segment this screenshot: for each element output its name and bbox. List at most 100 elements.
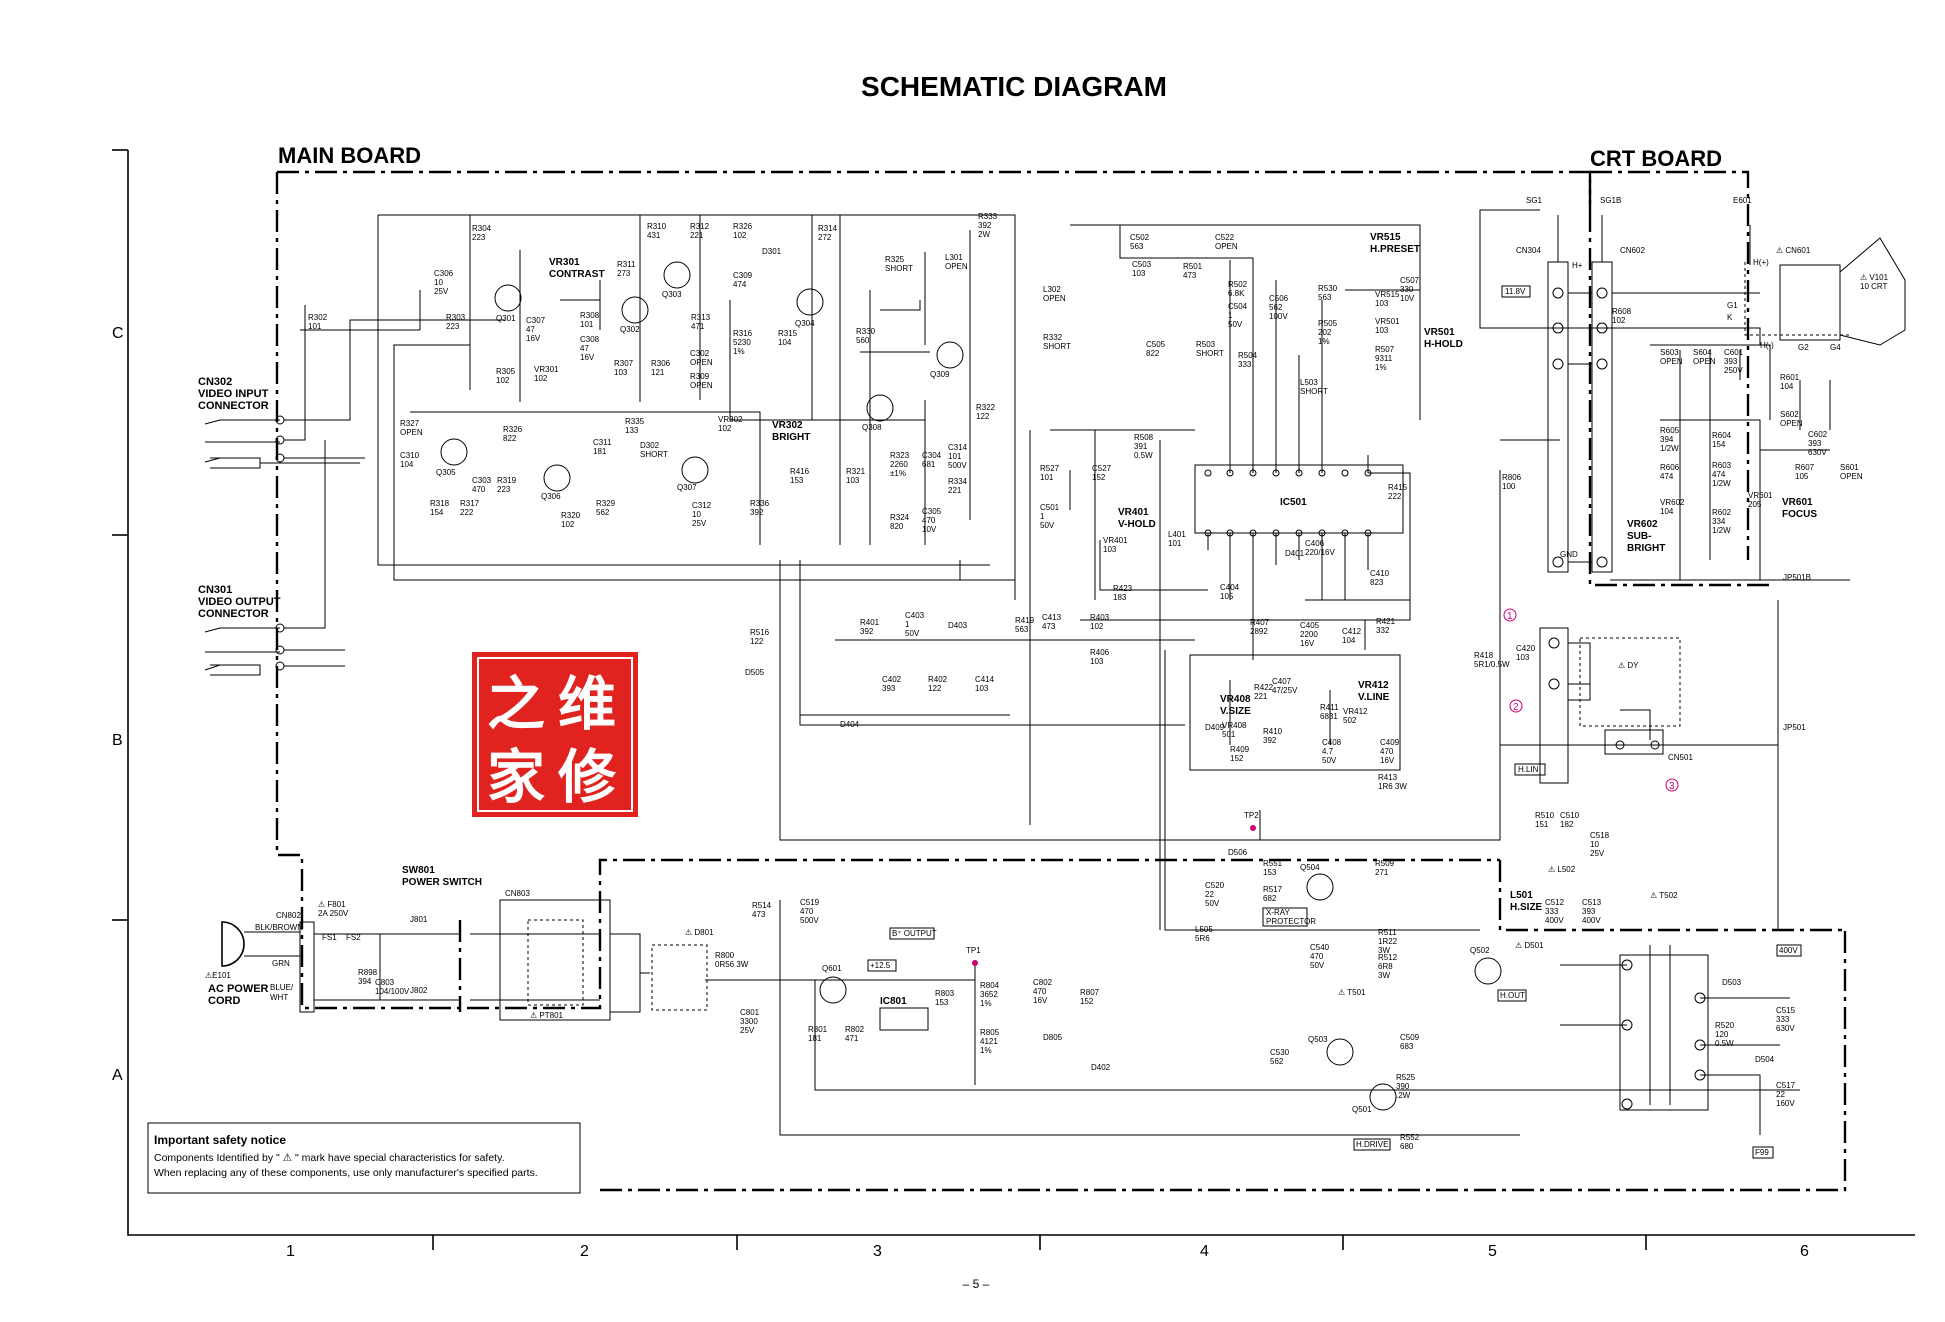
- component-label-c310: 104: [400, 460, 414, 469]
- component-label-r516: 122: [750, 637, 764, 646]
- component-label-r511: 3W: [1378, 946, 1390, 955]
- component-label-c802: 470: [1033, 987, 1047, 996]
- svg-text:CONNECTOR: CONNECTOR: [198, 400, 269, 412]
- component-label-c802: 16V: [1033, 996, 1048, 1005]
- component-label-r336: R336: [750, 499, 770, 508]
- svg-text:PROTECTOR: PROTECTOR: [1266, 917, 1316, 926]
- component-label-r603: 1/2W: [1712, 479, 1731, 488]
- svg-text:Q504: Q504: [1300, 863, 1320, 872]
- component-label-r320: R320: [561, 511, 581, 520]
- component-label-r315: R315: [778, 329, 798, 338]
- component-label-c515: 333: [1776, 1015, 1790, 1024]
- component-label-l401: L401: [1168, 530, 1186, 539]
- component-label-r805: 1%: [980, 1046, 992, 1055]
- video-output-connector[interactable]: CN301 VIDEO OUTPUT CONNECTOR: [198, 440, 345, 676]
- component-label-c522: OPEN: [1215, 242, 1238, 251]
- component-label-r336: 392: [750, 508, 764, 517]
- component-label-r421: R421: [1376, 617, 1396, 626]
- component-label-vr412v: VR412: [1343, 707, 1368, 716]
- watermark-stamp: 之 维 家 修: [472, 652, 638, 817]
- component-label-c601: C601: [1724, 348, 1744, 357]
- component-label-l502: ⚠ L502: [1548, 865, 1576, 874]
- component-label-r503: SHORT: [1196, 349, 1224, 358]
- component-label-r517: R517: [1263, 885, 1283, 894]
- transistor-symbols: Q301 Q302 Q303 Q304 Q305 Q306 Q307 Q308 …: [436, 261, 1502, 1114]
- component-label-l301: L301: [945, 253, 963, 262]
- component-label-r520: 120: [1715, 1030, 1729, 1039]
- row-label: C: [112, 325, 124, 342]
- component-label-r332: R332: [1043, 333, 1063, 342]
- svg-text:BLK/BROWN: BLK/BROWN: [255, 923, 303, 932]
- svg-text:VR412: VR412: [1358, 680, 1389, 691]
- component-label-r334: R334: [948, 477, 968, 486]
- component-label-hminus: H(-): [1760, 341, 1774, 350]
- component-label-c409: 16V: [1380, 756, 1395, 765]
- svg-text:3: 3: [1669, 781, 1675, 792]
- svg-text:⚠ DY: ⚠ DY: [1618, 661, 1639, 670]
- component-label-r606: R606: [1660, 463, 1680, 472]
- component-label-c306: C306: [434, 269, 454, 278]
- component-label-d501: ⚠ D501: [1515, 941, 1544, 950]
- svg-text:H.DRIVE: H.DRIVE: [1356, 1140, 1388, 1149]
- svg-text:2: 2: [1513, 702, 1519, 713]
- component-label-c314: 500V: [948, 461, 967, 470]
- component-label-c517: 160V: [1776, 1099, 1795, 1108]
- component-label-c513: 400V: [1582, 916, 1601, 925]
- video-input-connector[interactable]: CN302 VIDEO INPUT CONNECTOR: [198, 305, 505, 469]
- component-label-r805: 4121: [980, 1037, 998, 1046]
- svg-text:家: 家: [487, 743, 545, 811]
- component-label-r407: R407: [1250, 618, 1270, 627]
- component-label-r605: 1/2W: [1660, 444, 1679, 453]
- component-label-c309: 474: [733, 280, 747, 289]
- component-label-fs1: FS1: [322, 933, 337, 942]
- svg-text:V-HOLD: V-HOLD: [1118, 519, 1156, 530]
- svg-text:⚠ T502: ⚠ T502: [1650, 891, 1678, 900]
- svg-text:H.OUT: H.OUT: [1500, 991, 1525, 1000]
- component-label-l503: SHORT: [1300, 387, 1328, 396]
- ac-power-cord[interactable]: BLK/BROWN GRN BLUE/ WHT ⚠E101 AC POWER C…: [205, 921, 303, 1007]
- component-label-d409: D409: [1205, 723, 1225, 732]
- component-label-c602: 393: [1808, 439, 1822, 448]
- component-label-c414: 103: [975, 684, 989, 693]
- crt-board-outline: [1588, 172, 1770, 587]
- component-label-vr301v: VR301: [534, 365, 559, 374]
- component-label-r423: 183: [1113, 593, 1127, 602]
- component-label-c420: 103: [1516, 653, 1530, 662]
- component-label-c304: 681: [922, 460, 936, 469]
- component-label-l302: L302: [1043, 285, 1061, 294]
- component-label-r406: 103: [1090, 657, 1104, 666]
- component-label-c504: 1: [1228, 311, 1233, 320]
- component-label-r309: OPEN: [690, 381, 713, 390]
- component-label-r410: 392: [1263, 736, 1277, 745]
- component-label-r330: R330: [856, 327, 876, 336]
- component-label-r335: R335: [625, 417, 645, 426]
- component-label-c509: C509: [1400, 1033, 1420, 1042]
- component-label-c503: 103: [1132, 269, 1146, 278]
- component-label-r310: 431: [647, 231, 661, 240]
- component-label-c303: 470: [472, 485, 486, 494]
- component-label-r326: R326: [733, 222, 753, 231]
- component-label-r602: 334: [1712, 517, 1726, 526]
- component-label-d301: D301: [762, 247, 782, 256]
- component-label-r807: 152: [1080, 997, 1094, 1006]
- component-label-c518: 10: [1590, 840, 1599, 849]
- svg-text:VR302: VR302: [772, 420, 803, 431]
- component-label-g2: G2: [1798, 343, 1809, 352]
- main-board-label: MAIN BOARD: [278, 143, 421, 168]
- component-label-c504: 50V: [1228, 320, 1243, 329]
- component-label-r307: R307: [614, 359, 634, 368]
- component-label-c602: 630V: [1808, 448, 1827, 457]
- svg-text:⚠E101: ⚠E101: [205, 971, 231, 980]
- component-label-c303: C303: [472, 476, 492, 485]
- component-label-r602: R602: [1712, 508, 1732, 517]
- component-label-r504: R504: [1238, 351, 1258, 360]
- component-label-r605: 394: [1660, 435, 1674, 444]
- component-label-c312: 10: [692, 510, 701, 519]
- component-label-jp501: JP501: [1783, 723, 1806, 732]
- component-label-r804: 3652: [980, 990, 998, 999]
- component-label-fs2: FS2: [346, 933, 361, 942]
- component-label-r415: R415: [1388, 483, 1408, 492]
- component-label-r501: 473: [1183, 271, 1197, 280]
- component-label-r507: 1%: [1375, 363, 1387, 372]
- svg-text:11.8V: 11.8V: [1505, 287, 1526, 296]
